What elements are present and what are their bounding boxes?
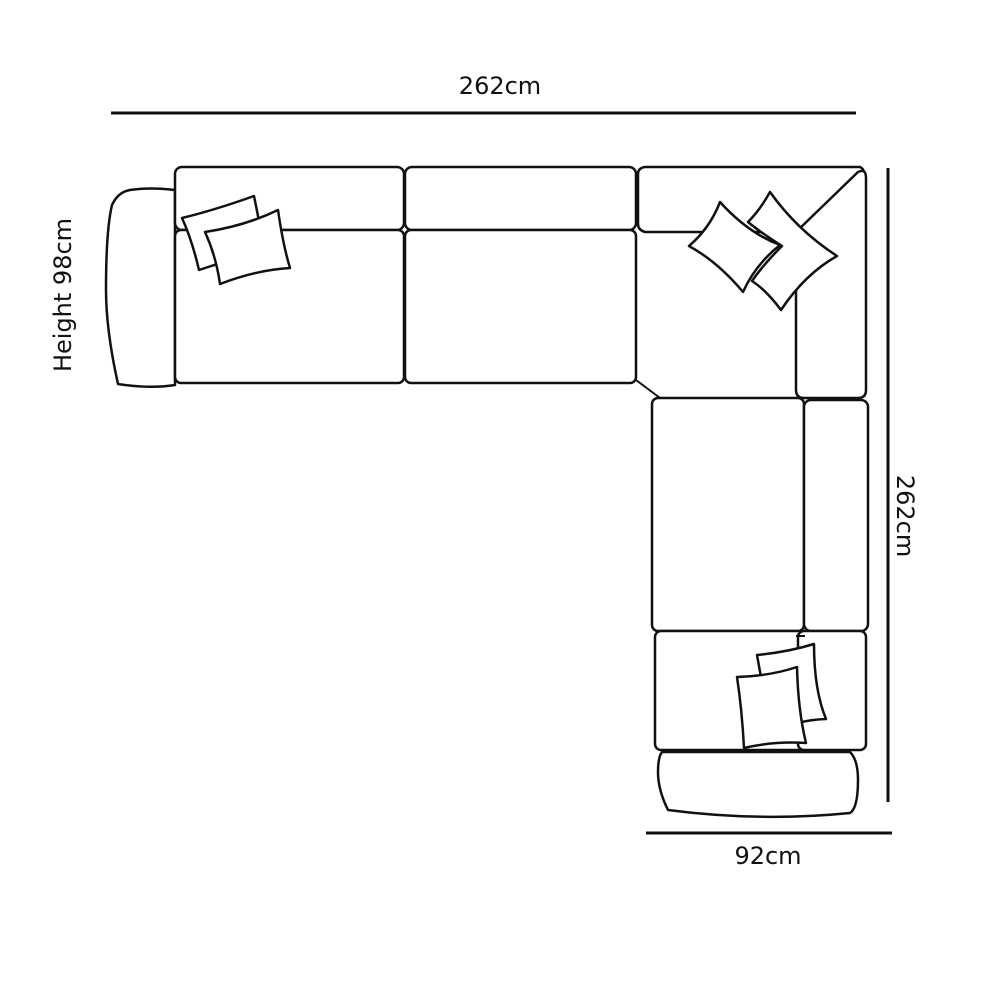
bottom-armrest: [656, 750, 860, 819]
pillow-top-left-front: [203, 208, 292, 286]
bottom-depth-label: 92cm: [734, 842, 801, 870]
left-armrest: [104, 187, 177, 388]
back-cushion-middle: [403, 165, 638, 232]
corner-connector: [635, 379, 661, 399]
pillow-bottom-front: [735, 665, 808, 750]
seat-cushion-right-upper: [650, 396, 806, 633]
seat-cushion-middle: [403, 228, 638, 385]
top-width-label: 262cm: [459, 72, 541, 100]
pillow-top-right-front: [746, 190, 839, 312]
back-cushion-right-upper: [802, 398, 870, 633]
right-length-label: 262cm: [891, 475, 919, 557]
height-label: Height 98cm: [49, 218, 77, 372]
corner-back-cushion-right: [794, 169, 868, 400]
pillow-top-right-back: [687, 200, 782, 294]
